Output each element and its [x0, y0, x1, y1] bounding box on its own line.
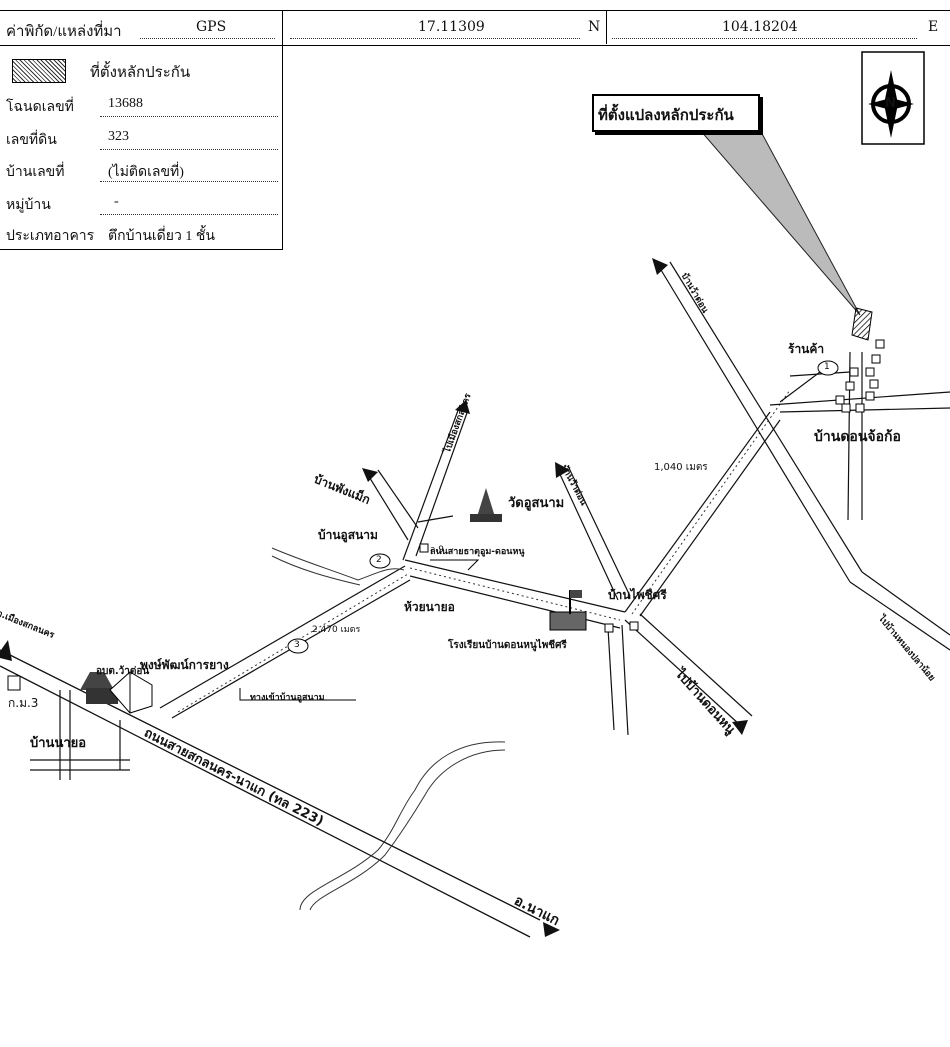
land-value: 323 [108, 129, 129, 144]
stream [299, 741, 506, 911]
rubber-shop-icon [109, 671, 153, 714]
header-divider [282, 10, 283, 44]
longitude-direction: E [928, 19, 939, 35]
stream [271, 555, 361, 586]
label-obt: อบต.ว้าต่อน [96, 666, 150, 677]
arrow-phon-muang [362, 468, 378, 482]
village-houses [419, 339, 885, 633]
deed-value: 13688 [108, 96, 143, 111]
arrow-north-u-sanam [455, 400, 470, 414]
arrow-north-road [555, 462, 570, 478]
road-to-phai-si [404, 411, 781, 629]
road-north-u-sanam [367, 404, 469, 561]
label-ban-na-yo: บ้านนายอ [30, 736, 87, 751]
route-marker-2: 2 [376, 555, 382, 565]
stream [309, 749, 506, 911]
obt-building-icon [80, 672, 118, 704]
route-marker-3: 3 [294, 640, 300, 650]
dotted-route [409, 567, 621, 621]
coordinate-header: ค่าพิกัด/แหล่งที่มา GPS 17.11309 N 104.1… [0, 10, 950, 46]
callout-text: ที่ตั้งแปลงหลักประกัน [598, 106, 734, 124]
label-huai-na-yo: ห้วยนายอ [404, 600, 455, 614]
label-distance-1: 1,040 เมตร [654, 462, 708, 473]
label-ban-phai-si: บ้านไพชีศรี [608, 588, 667, 602]
stream [271, 547, 405, 581]
building-value: ตึกบ้านเดี่ยว 1 ชั้น [108, 229, 215, 244]
label-entrance: ทางเข้าบ้านอูสนาม [250, 693, 325, 703]
callout-pointer [698, 129, 861, 316]
label-leaders [239, 559, 480, 701]
label-shop: ร้านค้า [788, 342, 825, 356]
deed-label: โฉนดเลขที่ [6, 100, 74, 115]
label-road-u-sanam: ถนนสายธาตุอูม-ดอนหนู [430, 547, 525, 557]
source-value: GPS [196, 19, 227, 35]
house-value: (ไม่ติดเลขที่) [108, 165, 184, 180]
temple-icon [470, 488, 502, 522]
label-ao9: อ.9 [430, 545, 444, 555]
land-label: เลขที่ดิน [6, 133, 57, 148]
na-yo-roads [30, 690, 130, 780]
header-frame [0, 10, 950, 46]
legend-label: ที่ตั้งหลักประกัน [90, 65, 191, 81]
dotted-line [100, 181, 278, 182]
dotted-route [631, 389, 791, 615]
km-marker-icon [7, 675, 21, 691]
longitude-value: 104.18204 [722, 19, 798, 35]
house-label: บ้านเลขที่ [6, 165, 65, 180]
road-north-phai-si [557, 465, 631, 736]
source-label: ค่าพิกัด/แหล่งที่มา [6, 24, 122, 40]
road-to-don-nu [624, 613, 753, 726]
dotted-line [612, 38, 917, 39]
header-divider [606, 10, 607, 44]
dotted-line [100, 214, 278, 215]
collateral-callout: ที่ตั้งแปลงหลักประกัน [592, 94, 760, 132]
building-label: ประเภทอาคาร [6, 229, 95, 244]
compass-rose [861, 51, 925, 145]
latitude-value: 17.11309 [418, 19, 485, 35]
arrow-don-nu [732, 720, 748, 735]
label-wat-u-sanam: วัดอูสนาม [508, 496, 565, 511]
label-km-marker: ก.ม.3 [8, 696, 39, 710]
road-ne [657, 261, 950, 651]
dotted-line [290, 38, 580, 39]
route-markers [287, 360, 839, 654]
route-marker-1: 1 [824, 362, 830, 372]
highway-arrow-left [0, 640, 12, 661]
label-school: โรงเรียนบ้านดอนหนูไพชีศรี [448, 640, 567, 651]
collateral-swatch [12, 59, 66, 83]
collateral-site [851, 307, 873, 341]
school-icon [549, 590, 587, 631]
latitude-direction: N [588, 19, 601, 35]
village-roads [769, 351, 950, 521]
highway-arrow-right [543, 922, 560, 937]
info-box: ที่ตั้งหลักประกัน โฉนดเลขที่ 13688 เลขที… [0, 44, 283, 250]
village-label: หมู่บ้าน [6, 198, 51, 213]
compass-north-label: N [885, 96, 896, 111]
dotted-line [100, 149, 278, 150]
label-distance-2: 2,470 เมตร [312, 625, 361, 635]
label-ban-don-cho-ko: บ้านดอนจ้อก้อ [814, 429, 901, 445]
label-ban-u-sanam: บ้านอูสนาม [318, 528, 378, 542]
village-value: - [114, 194, 119, 209]
arrow-ne-road [652, 258, 668, 275]
label-rubber-shop: พงษ์พัฒน์การยาง [140, 658, 229, 672]
dotted-line [100, 116, 278, 117]
dotted-line [140, 38, 275, 39]
